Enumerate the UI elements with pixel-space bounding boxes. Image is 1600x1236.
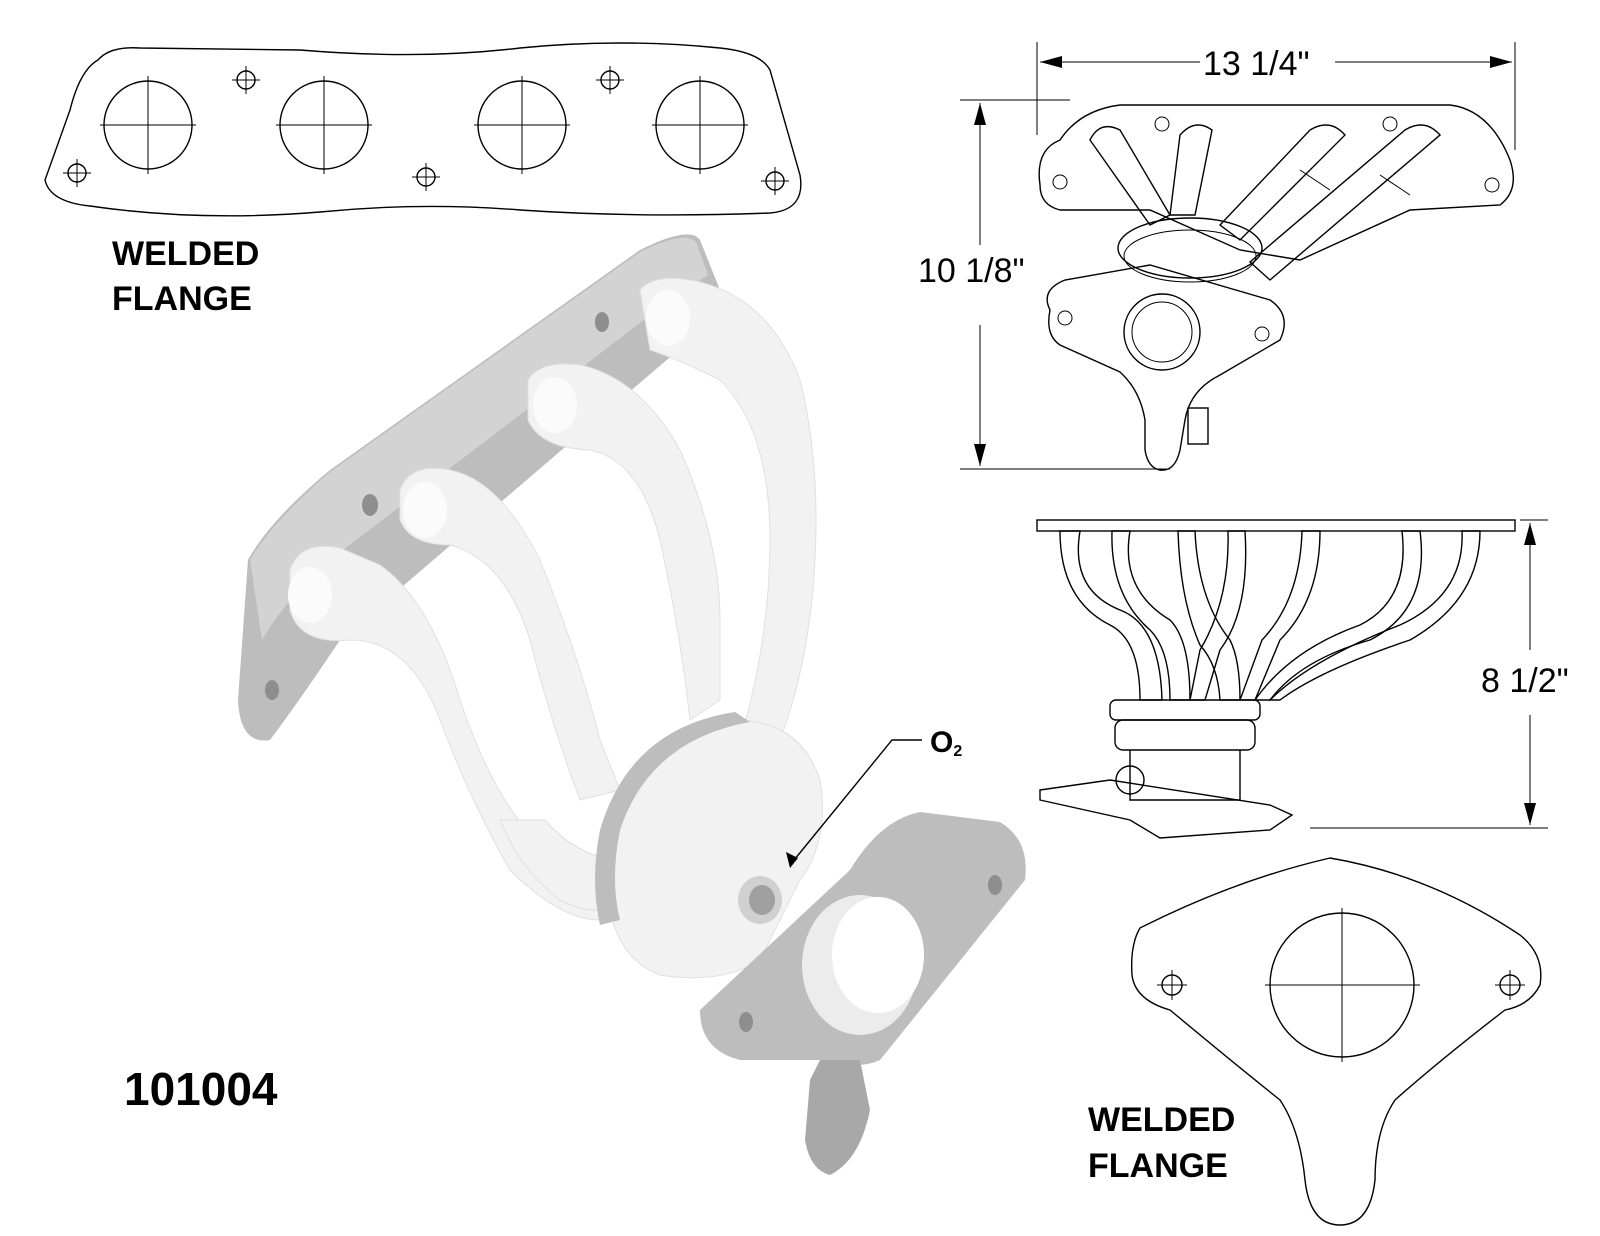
bolt-hole — [1157, 970, 1187, 1000]
flange-bolt-hole — [265, 680, 279, 700]
bottom-flange-label-line1: WELDED — [1088, 1101, 1235, 1139]
part-number: 101004 — [124, 1063, 278, 1115]
flange-bolt-hole — [362, 494, 378, 516]
bolt-hole — [412, 163, 440, 191]
flange-bolt-hole — [988, 875, 1002, 895]
top-flange-label-line1: WELDED — [112, 235, 259, 273]
o2-leader-line — [789, 739, 922, 866]
manifold-3d-render — [238, 234, 1026, 1175]
bolt-hole — [63, 159, 91, 187]
port-circle — [652, 76, 748, 174]
top-welded-flange-drawing — [44, 42, 802, 217]
port-circle — [100, 76, 196, 174]
flange-bolt-hole — [595, 312, 609, 332]
dimension-depth: 8 1/2" — [1481, 662, 1569, 700]
top-flange-label-line2: FLANGE — [112, 280, 252, 318]
dimension-width: 13 1/4" — [1203, 45, 1310, 83]
bolt-hole — [232, 66, 260, 94]
bolt-hole — [761, 167, 789, 195]
top-view-drawing — [960, 42, 1516, 471]
o2-leader-arrowhead — [786, 852, 798, 868]
port-circle — [474, 76, 570, 174]
port-circle — [276, 76, 372, 174]
o2-sensor-bore — [749, 885, 775, 915]
bolt-hole — [1495, 970, 1525, 1000]
bottom-flange-label-line2: FLANGE — [1088, 1147, 1228, 1185]
flange-bolt-hole — [739, 1012, 753, 1032]
outlet-pipe-bore — [832, 897, 924, 1013]
bolt-hole — [596, 66, 624, 94]
dimension-height: 10 1/8" — [918, 252, 1025, 290]
bottom-welded-flange-drawing — [1130, 857, 1542, 1226]
front-view-drawing — [1036, 519, 1548, 839]
port-circle — [1265, 908, 1420, 1062]
o2-label: O2 — [930, 726, 962, 760]
